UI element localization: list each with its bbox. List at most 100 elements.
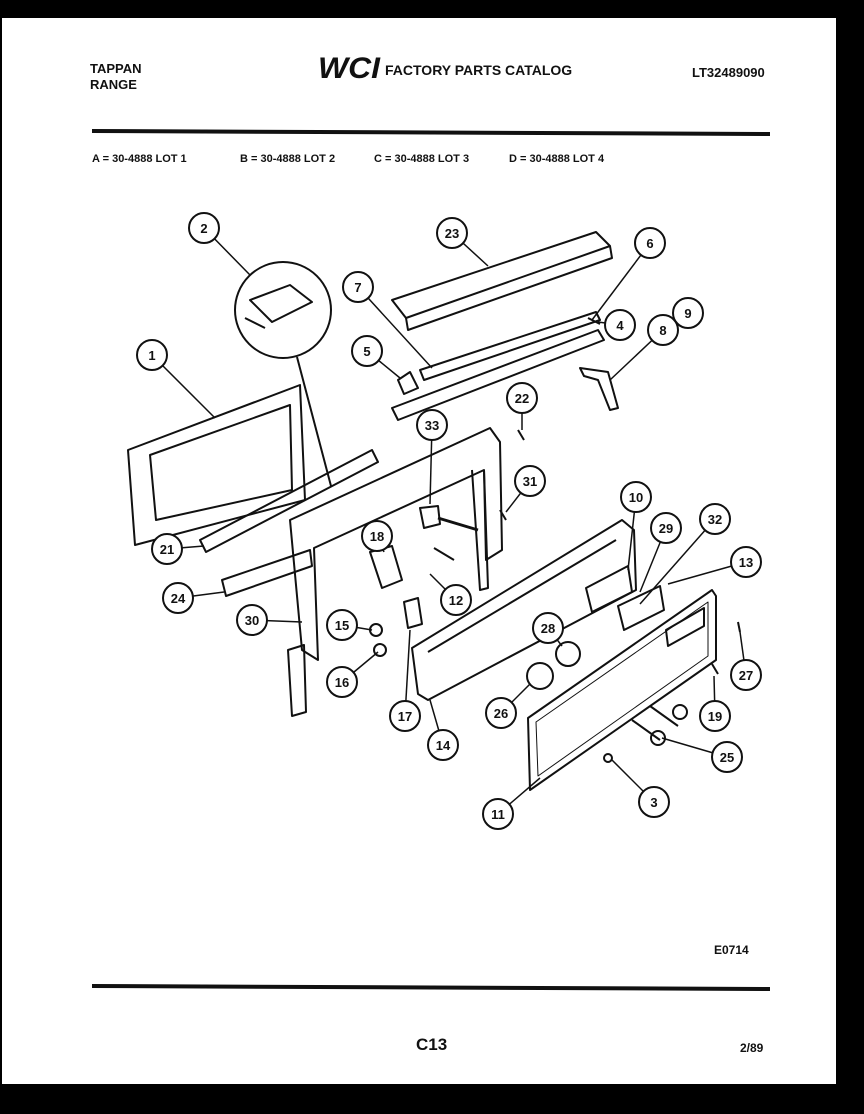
lot-d: D = 30-4888 LOT 4: [509, 153, 605, 165]
callout-21: 21: [151, 533, 183, 565]
rail-part: [419, 311, 601, 381]
callout-13: 13: [730, 546, 762, 578]
callout-3: 3: [638, 786, 670, 818]
callout-4: 4: [604, 309, 636, 341]
callout-circle: [361, 520, 393, 552]
callout-30: 30: [236, 604, 268, 636]
callout-number: 16: [335, 675, 349, 690]
callout-number: 15: [335, 618, 349, 633]
callout-number: 17: [398, 709, 412, 724]
leader-line-32: [639, 518, 716, 605]
control-panel-part: [411, 519, 637, 701]
callout-number: 32: [708, 512, 722, 527]
frame-leg-part: [287, 644, 307, 717]
callout-number: 1: [148, 348, 155, 363]
brand-line1: TAPPAN: [90, 61, 142, 76]
callout-circle: [162, 582, 194, 614]
callout-circle: [389, 700, 421, 732]
callout-27: 27: [730, 659, 762, 691]
callout-circle: [416, 409, 448, 441]
callout-circle: [730, 546, 762, 578]
callout-number: 27: [739, 668, 753, 683]
lot-c: C = 30-4888 LOT 3: [374, 153, 469, 165]
knob-part-26: [526, 662, 554, 690]
callout-11: 11: [482, 798, 514, 830]
callout-number: 19: [708, 709, 722, 724]
drawing-code: E0714: [714, 943, 749, 957]
callout-circle: [532, 612, 564, 644]
callout-number: 10: [629, 490, 643, 505]
callout-number: 28: [541, 621, 555, 636]
callout-number: 13: [739, 555, 753, 570]
callout-5: 5: [351, 335, 383, 367]
callout-circle: [647, 314, 679, 346]
screw-part-27: [737, 621, 741, 633]
callout-circle: [604, 309, 636, 341]
callout-17: 17: [389, 700, 421, 732]
callout-circle: [440, 584, 472, 616]
callout-circle: [351, 335, 383, 367]
side-bracket-part: [579, 367, 619, 411]
callout-number: 25: [720, 750, 734, 765]
callout-6: 6: [634, 227, 666, 259]
callout-31: 31: [514, 465, 546, 497]
callout-number: 5: [363, 344, 370, 359]
callout-number: 21: [160, 542, 174, 557]
callout-circle: [188, 212, 220, 244]
callout-bubbles: 1234567891011121314151617181921222324252…: [136, 212, 762, 830]
page-number: C13: [416, 1035, 447, 1054]
footer-rule: [91, 984, 771, 991]
callout-26: 26: [485, 697, 517, 729]
callout-circle: [427, 729, 459, 761]
callout-24: 24: [162, 582, 194, 614]
callout-number: 33: [425, 418, 439, 433]
callout-number: 2: [200, 221, 207, 236]
callout-circle: [151, 533, 183, 565]
callout-number: 4: [616, 318, 624, 333]
callout-circle: [650, 512, 682, 544]
callout-number: 26: [494, 706, 508, 721]
catalog-title: FACTORY PARTS CATALOG: [385, 62, 572, 78]
callout-number: 11: [491, 807, 505, 822]
callout-number: 9: [684, 306, 691, 321]
screw-part-31: [499, 509, 507, 521]
callout-number: 8: [659, 323, 666, 338]
callout-18: 18: [361, 520, 393, 552]
callout-33: 33: [416, 409, 448, 441]
lot-b: B = 30-4888 LOT 2: [240, 153, 335, 165]
callout-number: 24: [171, 591, 186, 606]
callout-circle: [730, 659, 762, 691]
callout-number: 30: [245, 613, 259, 628]
callout-circle: [514, 465, 546, 497]
callout-number: 3: [650, 795, 657, 810]
callout-8: 8: [647, 314, 679, 346]
screw-part-6: [587, 317, 601, 325]
callout-12: 12: [440, 584, 472, 616]
pilot-part: [419, 505, 441, 529]
callout-7: 7: [342, 271, 374, 303]
callout-number: 18: [370, 529, 384, 544]
callout-1: 1: [136, 339, 168, 371]
callout-14: 14: [427, 729, 459, 761]
callout-15: 15: [326, 609, 358, 641]
callout-2: 2: [188, 212, 220, 244]
callout-circle: [136, 339, 168, 371]
callout-number: 12: [449, 593, 463, 608]
callout-number: 14: [436, 738, 451, 753]
callout-circle: [699, 503, 731, 535]
screw-part-22: [517, 429, 525, 441]
clip-part: [397, 371, 419, 395]
callout-number: 7: [354, 280, 361, 295]
lot-a: A = 30-4888 LOT 1: [92, 153, 187, 165]
small-part-3: [603, 753, 613, 763]
callout-circle: [485, 697, 517, 729]
callout-number: 22: [515, 391, 529, 406]
callout-circle: [342, 271, 374, 303]
stud-part: [433, 547, 455, 561]
leader-line-7: [357, 286, 433, 369]
timer-module-part: [617, 585, 665, 631]
door-window-part: [149, 404, 293, 521]
callout-22: 22: [506, 382, 538, 414]
callout-16: 16: [326, 666, 358, 698]
